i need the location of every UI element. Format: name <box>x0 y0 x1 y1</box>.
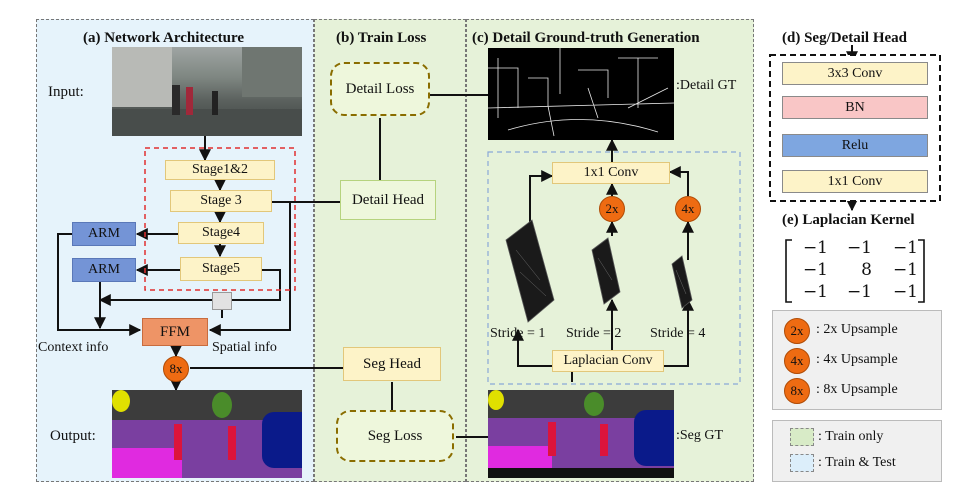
input-label: Input: <box>48 84 84 100</box>
panel-c-title: (c) Detail Ground-truth Generation <box>472 30 700 46</box>
stage-1-2-block: Stage1&2 <box>165 160 275 180</box>
stage-3-block: Stage 3 <box>170 190 272 212</box>
kernel-cell: −1 <box>802 238 828 258</box>
detail-loss-box: Detail Loss <box>330 62 430 116</box>
kernel-cell: −1 <box>892 260 918 280</box>
legend-swatch-1 <box>790 454 814 472</box>
seg-head-block: Seg Head <box>343 347 441 381</box>
ffm-block: FFM <box>142 318 208 346</box>
stride-2-label: Stride = 2 <box>566 326 622 341</box>
head-layer-2: Relu <box>782 134 928 157</box>
output-segmentation <box>112 390 302 478</box>
stride-1-label: Stride = 1 <box>490 326 546 341</box>
head-layer-1: BN <box>782 96 928 119</box>
legend-badge-2x: 2x <box>784 318 810 344</box>
kernel-cell: −1 <box>846 238 872 258</box>
upsample-2x-badge: 2x <box>599 196 625 222</box>
conv-1x1-block: 1x1 Conv <box>552 162 670 184</box>
legend-text-2x: : 2x Upsample <box>816 322 898 337</box>
kernel-cell: −1 <box>802 260 828 280</box>
legend-text-4x: : 4x Upsample <box>816 352 898 367</box>
detail-gt-label: :Detail GT <box>676 78 737 93</box>
head-layer-0: 3x3 Conv <box>782 62 928 85</box>
kernel-cell: −1 <box>802 282 828 302</box>
legend-text-8x: : 8x Upsample <box>816 382 898 397</box>
kernel-cell: −1 <box>892 282 918 302</box>
legend-region-text-1: : Train & Test <box>818 455 896 470</box>
kernel-cell: 8 <box>861 260 872 280</box>
global-pool-block <box>212 292 232 310</box>
kernel-cell: −1 <box>892 238 918 258</box>
upsample-8x-badge: 8x <box>163 356 189 382</box>
legend-badge-8x: 8x <box>784 378 810 404</box>
stage-4-block: Stage4 <box>178 222 264 244</box>
arm-block-bottom: ARM <box>72 258 136 282</box>
legend-region-text-0: : Train only <box>818 429 884 444</box>
head-layer-3: 1x1 Conv <box>782 170 928 193</box>
panel-a-title: (a) Network Architecture <box>83 30 245 46</box>
feature-maps <box>505 219 693 323</box>
panel-d-title: (d) Seg/Detail Head <box>782 30 907 46</box>
output-label: Output: <box>50 428 96 444</box>
stage-5-block: Stage5 <box>180 257 262 281</box>
seg-loss-box: Seg Loss <box>336 410 454 462</box>
upsample-4x-badge: 4x <box>675 196 701 222</box>
kernel-cell: −1 <box>846 282 872 302</box>
arm-block-top: ARM <box>72 222 136 246</box>
matrix-brackets <box>785 239 925 303</box>
detail-edges <box>488 48 674 137</box>
input-photo <box>112 47 302 136</box>
feature-map-stride-4 <box>671 255 693 309</box>
detail-gt-image <box>488 48 674 140</box>
stride-4-label: Stride = 4 <box>650 326 706 341</box>
panel-b-title: (b) Train Loss <box>336 30 427 46</box>
panel-e-title: (e) Laplacian Kernel <box>782 212 915 228</box>
laplacian-conv-block: Laplacian Conv <box>552 350 664 372</box>
seg-gt-image <box>488 390 674 478</box>
spatial-info-label: Spatial info <box>212 340 277 355</box>
detail-head-block: Detail Head <box>340 180 436 220</box>
context-info-label: Context info <box>38 340 109 355</box>
seg-gt-label: :Seg GT <box>676 428 724 443</box>
legend-swatch-0 <box>790 428 814 446</box>
legend-badge-4x: 4x <box>784 348 810 374</box>
feature-map-stride-1 <box>505 219 555 323</box>
